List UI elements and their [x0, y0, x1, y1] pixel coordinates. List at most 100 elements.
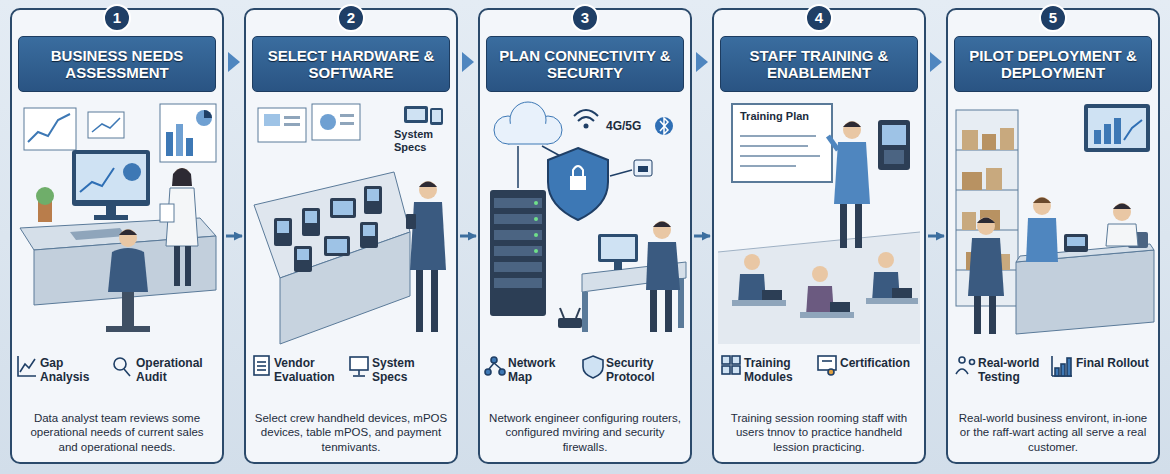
- training-scene: [718, 104, 920, 344]
- store-scene: [962, 130, 978, 150]
- store-scene: [1094, 130, 1101, 144]
- store-scene: [962, 212, 976, 230]
- training-scene: [892, 288, 912, 298]
- icon-label: Network Map: [508, 357, 578, 385]
- hardware-scene: [340, 114, 354, 117]
- hardware-scene: [367, 189, 379, 201]
- label-icon: [722, 366, 730, 374]
- panel-ground: [478, 8, 692, 464]
- network-scene: [578, 117, 594, 121]
- hardware-scene: [404, 106, 428, 123]
- analysis-scene: [119, 230, 137, 236]
- header-arrow: [930, 52, 942, 72]
- hardware-scene: [432, 110, 441, 122]
- store-scene: [962, 172, 982, 190]
- training-scene: [740, 155, 820, 157]
- label-icon: [732, 356, 740, 364]
- network-scene: [576, 308, 580, 318]
- analysis-scene: [70, 228, 126, 240]
- label-icon: [1061, 364, 1065, 376]
- analysis-scene: [160, 104, 216, 162]
- store-scene: [956, 110, 1018, 306]
- analysis-scene: [108, 248, 148, 292]
- training-scene: [878, 252, 894, 268]
- store-scene: [1114, 118, 1121, 144]
- panel-ground: [712, 8, 926, 464]
- hardware-scene: [294, 246, 312, 272]
- training-scene: [884, 150, 904, 164]
- analysis-scene: [174, 246, 180, 286]
- icon-label: Operational Audit: [136, 357, 220, 385]
- icon-label: Training Plan: [740, 110, 828, 123]
- network-scene: [634, 160, 652, 176]
- step-description: Network engineer configuring routers, co…: [488, 411, 682, 454]
- step-description: Data analyst team reviews some operation…: [20, 411, 214, 454]
- hardware-scene: [364, 186, 382, 214]
- step-number-text: 3: [573, 6, 597, 30]
- network-scene: [494, 262, 542, 272]
- store-scene: [1084, 104, 1150, 152]
- icon-label: Final Rollout: [1076, 357, 1154, 371]
- hardware-scene: [258, 108, 306, 142]
- network-scene: [534, 201, 538, 205]
- step-header: SELECT HARDWARE & SOFTWARE: [252, 36, 450, 92]
- network-scene: [494, 214, 542, 224]
- header-arrow: [696, 52, 708, 72]
- store-scene: [1033, 198, 1051, 204]
- hardware-scene: [320, 114, 336, 130]
- label-icon: [489, 363, 494, 369]
- training-scene: [718, 232, 920, 344]
- icon-label: System Specs: [394, 128, 454, 153]
- network-scene: [534, 249, 538, 253]
- analysis-scene: [119, 229, 137, 247]
- analysis-scene: [28, 114, 70, 142]
- training-scene: [843, 122, 861, 128]
- training-scene: [732, 300, 786, 306]
- header-arrow: [462, 52, 474, 72]
- store-scene: [1033, 197, 1051, 215]
- network-scene: [494, 198, 542, 208]
- network-scene: [610, 170, 632, 176]
- step-number-text: 4: [807, 6, 831, 30]
- label-icon: [828, 369, 834, 375]
- store-scene: [1026, 218, 1058, 262]
- icon-label: Certification: [840, 357, 920, 371]
- flow-arrow: [226, 235, 242, 238]
- hardware-scene: [284, 123, 300, 126]
- label-icon: [350, 357, 368, 370]
- hardware-scene: [407, 109, 425, 120]
- training-scene: [882, 125, 906, 145]
- network-scene: [494, 278, 542, 288]
- step-number-text: 2: [339, 6, 363, 30]
- step-header: PILOT DEPLOYMENT & DEPLOYMENT: [954, 36, 1152, 92]
- label-icon: [353, 375, 365, 377]
- training-scene: [718, 232, 920, 252]
- step-description: Real-world business environt, in-ione or…: [956, 411, 1150, 454]
- network-scene: [660, 118, 668, 134]
- step-description: Select crew handheld devices, mPOS devic…: [254, 411, 448, 454]
- step-title: PILOT DEPLOYMENT & DEPLOYMENT: [961, 47, 1145, 82]
- analysis-scene: [106, 206, 116, 216]
- label-icon: [959, 357, 965, 363]
- step-panel: Select crew handheld devices, mPOS devic…: [244, 8, 458, 464]
- network-scene: [614, 262, 622, 270]
- store-scene: [1124, 120, 1142, 140]
- training-scene: [834, 142, 870, 204]
- store-scene: [1088, 108, 1146, 148]
- network-scene: [573, 166, 583, 176]
- analysis-scene: [123, 163, 141, 181]
- hardware-scene: [274, 218, 292, 246]
- hardware-scene: [330, 198, 356, 218]
- step-panel: Training session rooming staff with user…: [712, 8, 926, 464]
- hardware-scene: [327, 239, 347, 253]
- analysis-scene: [76, 154, 146, 200]
- network-scene: [574, 110, 598, 116]
- label-icon: [20, 359, 35, 372]
- hardware-scene: [324, 236, 350, 256]
- analysis-scene: [24, 108, 76, 150]
- store-scene: [1113, 203, 1131, 221]
- analysis-scene: [176, 124, 183, 156]
- label-icon: [956, 369, 968, 374]
- label-icon: [1055, 368, 1059, 376]
